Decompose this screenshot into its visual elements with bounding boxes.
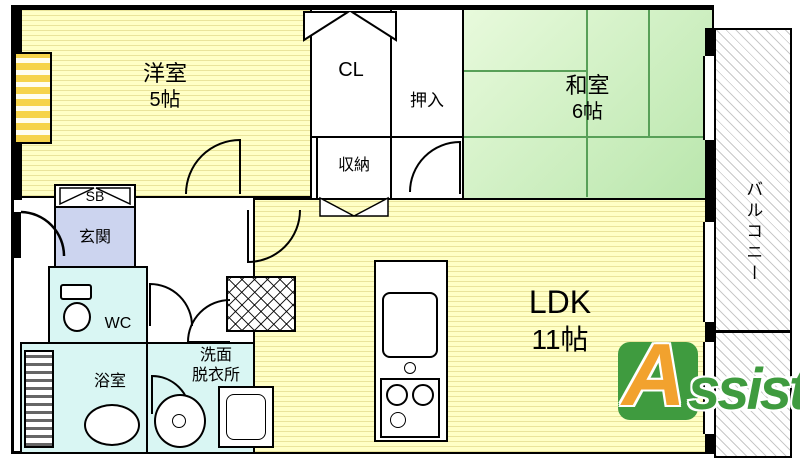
folding-door-icon xyxy=(59,187,131,206)
tatami-line xyxy=(464,70,588,72)
door-arc-icon xyxy=(409,140,461,194)
kitchen-sink-icon xyxy=(382,292,438,358)
sliding-window-icon xyxy=(703,342,716,434)
entrance-label: 玄関 xyxy=(78,229,111,246)
faucet-icon xyxy=(404,362,416,374)
front-door-icon xyxy=(14,210,66,258)
logo-square-icon xyxy=(618,342,698,420)
toilet-bowl-icon xyxy=(63,302,91,332)
oshiire-label: 押入 xyxy=(410,91,444,110)
assist-logo: A ssist xyxy=(612,325,800,438)
wall-segment xyxy=(14,142,22,200)
sb-label: SB xyxy=(85,188,105,204)
wall-segment xyxy=(705,320,716,344)
balcony-label: バルコニー xyxy=(743,179,763,285)
wall-segment xyxy=(705,28,716,58)
logo-initial: A xyxy=(622,325,686,424)
logo-text: ssist xyxy=(688,357,800,422)
western-room-size: 5帖 xyxy=(149,88,181,111)
tatami-line xyxy=(648,10,650,138)
western-room-label: 洋室 5帖 xyxy=(85,60,245,113)
ldk-name: LDK xyxy=(528,284,592,320)
tatami-line xyxy=(586,136,588,197)
bath-window-icon xyxy=(24,350,54,448)
washroom-label-line2: 脱衣所 xyxy=(191,367,240,384)
door-arc-icon xyxy=(185,138,241,195)
washroom-label-line1: 洗面 xyxy=(199,347,232,364)
ldk-size: 11帖 xyxy=(531,324,589,355)
western-room xyxy=(14,8,312,198)
sliding-window-icon xyxy=(703,56,716,140)
tatami-line xyxy=(586,10,588,138)
sink-drain-icon xyxy=(172,414,186,428)
burner-icon xyxy=(390,412,406,428)
wall-segment xyxy=(705,432,716,454)
washer-drum-icon xyxy=(226,394,266,440)
ldk-label: LDK 11帖 xyxy=(470,282,650,357)
door-arc-icon xyxy=(186,299,231,343)
toilet-tank-icon xyxy=(60,284,92,300)
tiled-floor xyxy=(226,276,296,332)
window-icon xyxy=(14,52,52,144)
balcony-divider xyxy=(716,330,790,333)
bathtub-icon xyxy=(84,404,140,446)
japanese-room-name: 和室 xyxy=(565,73,610,98)
western-room-name: 洋室 xyxy=(142,61,187,86)
door-arc-icon xyxy=(149,282,193,327)
entrance-hall xyxy=(54,206,136,268)
japanese-room-label: 和室 6帖 xyxy=(505,72,670,125)
toilet-room xyxy=(48,266,148,344)
washroom-label: 洗面 脱衣所 xyxy=(158,346,274,386)
bathroom-label: 浴室 xyxy=(93,373,126,390)
double-door-icon xyxy=(303,11,397,42)
burner-icon xyxy=(412,384,434,406)
balcony xyxy=(714,28,792,458)
cl-label: CL xyxy=(338,59,364,81)
folding-door-icon xyxy=(319,196,389,217)
japanese-room-size: 6帖 xyxy=(571,100,604,123)
japanese-room xyxy=(462,8,714,200)
storage-label: 収納 xyxy=(337,157,370,174)
wall-segment xyxy=(14,8,22,54)
burner-icon xyxy=(386,384,408,406)
oshiire-closet xyxy=(390,8,464,138)
door-arc-icon xyxy=(247,209,301,264)
wall-segment xyxy=(705,138,716,224)
sliding-window-icon xyxy=(703,222,716,322)
wc-label: WC xyxy=(104,315,132,332)
